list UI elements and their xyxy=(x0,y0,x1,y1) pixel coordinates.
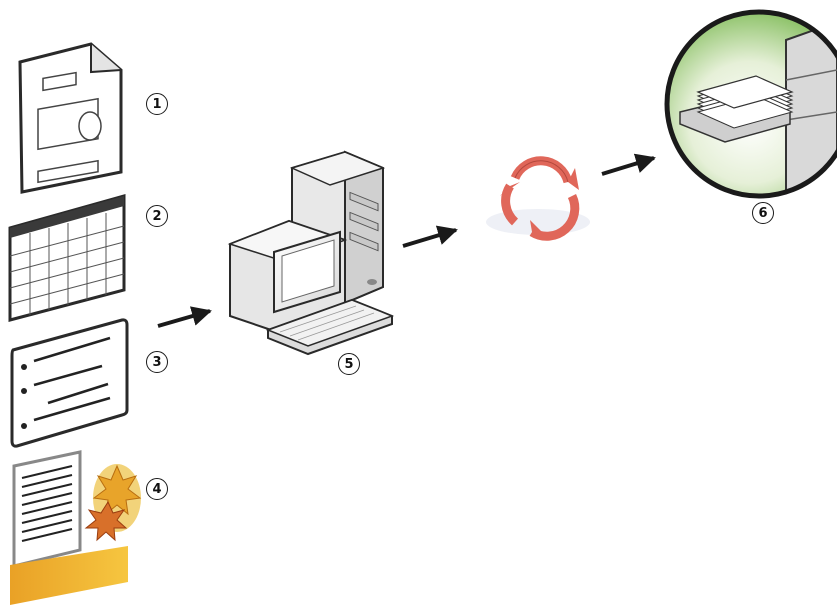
callout-2-label: 2 xyxy=(152,208,162,224)
arrow-docs-to-computer xyxy=(157,306,212,328)
computer-icon xyxy=(227,150,395,356)
text-image-document-icon xyxy=(10,450,142,605)
callout-2: 2 xyxy=(146,205,168,227)
callout-4: 4 xyxy=(146,478,168,500)
callout-3-label: 3 xyxy=(152,354,162,370)
callout-1: 1 xyxy=(146,93,168,115)
printer-output-icon xyxy=(664,9,837,199)
callout-5-label: 5 xyxy=(344,356,354,372)
bulleted-list-icon xyxy=(10,318,129,448)
callout-3: 3 xyxy=(146,351,168,373)
callout-4-label: 4 xyxy=(152,481,162,497)
callout-1-label: 1 xyxy=(152,96,162,112)
process-cycle-icon xyxy=(486,156,590,241)
document-layout-icon xyxy=(18,42,123,194)
callout-6-label: 6 xyxy=(758,205,768,221)
arrow-process-to-output xyxy=(601,153,656,176)
callout-5: 5 xyxy=(338,353,360,375)
spreadsheet-icon xyxy=(8,194,126,322)
arrow-computer-to-process xyxy=(402,225,458,248)
callout-6: 6 xyxy=(752,202,774,224)
